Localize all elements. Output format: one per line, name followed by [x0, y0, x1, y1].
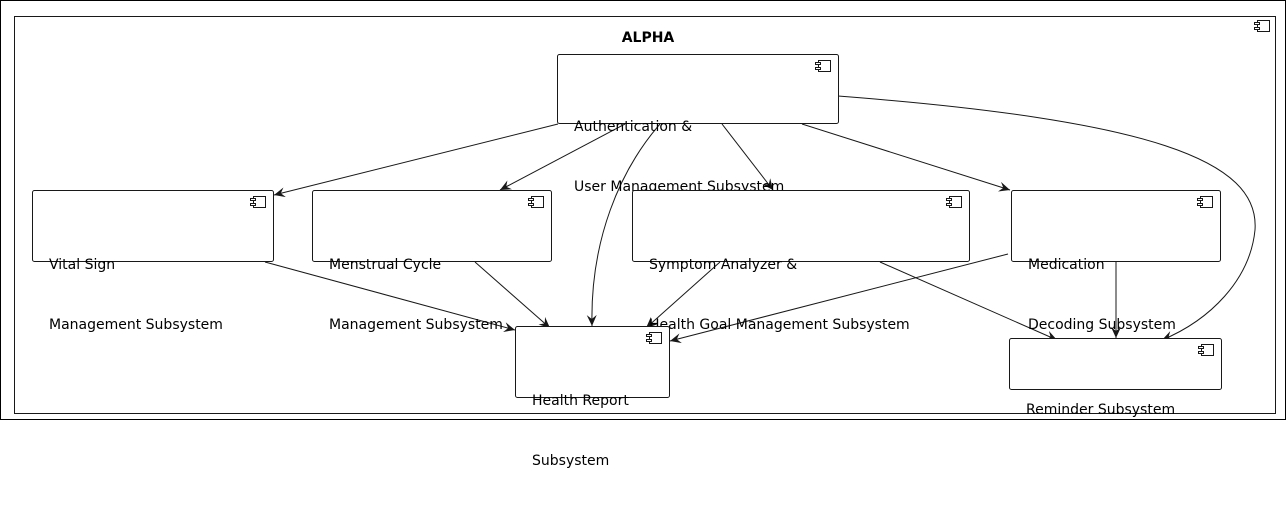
component-icon [946, 196, 962, 208]
component-medication-decoding[interactable]: Medication Decoding Subsystem [1011, 190, 1221, 333]
component-label: Symptom Analyzer & [649, 257, 798, 273]
component-icon [1197, 196, 1213, 208]
edge-auth-to-menstrual [499, 123, 626, 191]
edge-auth-to-vital [273, 123, 559, 198]
component-icon [528, 196, 544, 208]
component-label: Menstrual Cycle [329, 257, 442, 273]
package-component-icon [1254, 20, 1270, 32]
component-icon [1198, 344, 1214, 356]
component-label: Reminder Subsystem [1026, 402, 1176, 418]
dependency-edges [264, 95, 1256, 344]
edge-vital-to-health-report [264, 261, 516, 332]
edge-symptom-to-health-report [645, 261, 721, 329]
edge-auth-to-symptom [721, 123, 774, 191]
component-label: Medication [1028, 257, 1105, 273]
edge-auth-to-health-report [586, 123, 661, 327]
component-label: Health Report [532, 393, 629, 409]
component-label: Health Goal Management Subsystem [649, 317, 910, 333]
edge-menstrual-to-health-report [474, 261, 551, 329]
component-menstrual-cycle[interactable]: Menstrual Cycle Management Subsystem [312, 190, 552, 333]
component-reminder[interactable]: Reminder Subsystem [1009, 338, 1222, 418]
component-icon [250, 196, 266, 208]
component-symptom-analyzer[interactable]: Symptom Analyzer & Health Goal Managemen… [632, 190, 970, 333]
component-vital-sign[interactable]: Vital Sign Management Subsystem [32, 190, 274, 333]
edge-symptom-to-reminder [879, 261, 1058, 341]
component-label: Subsystem [532, 453, 610, 469]
edge-medication-to-health-report [669, 253, 1009, 344]
component-icon [815, 60, 831, 72]
package-title: ALPHA [621, 30, 675, 46]
component-authentication[interactable]: Authentication & User Management Subsyst… [557, 54, 839, 195]
component-label: Management Subsystem [329, 317, 503, 333]
component-label: Management Subsystem [49, 317, 223, 333]
component-label: Vital Sign [49, 257, 116, 273]
edge-auth-to-reminder [837, 95, 1256, 341]
component-icon [646, 332, 662, 344]
component-label: Decoding Subsystem [1028, 317, 1176, 333]
component-label: Authentication & [574, 119, 693, 135]
edge-auth-to-medication [801, 123, 1011, 192]
